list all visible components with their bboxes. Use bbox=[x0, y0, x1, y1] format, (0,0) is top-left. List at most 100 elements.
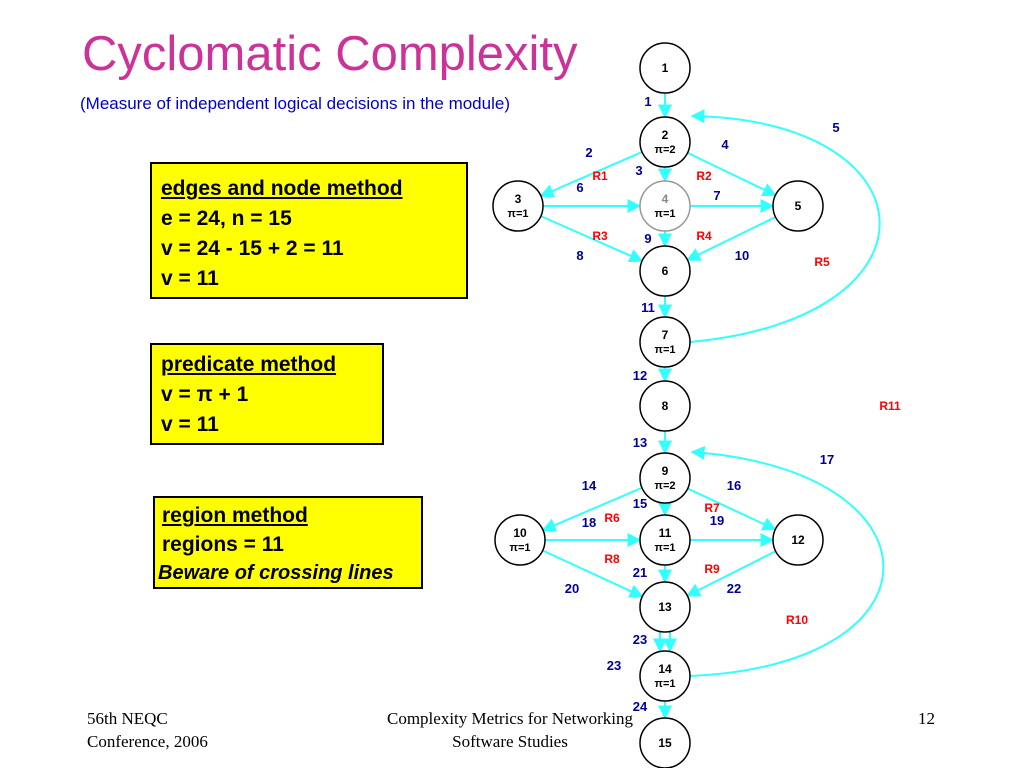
node-circle bbox=[639, 180, 691, 232]
node-circle bbox=[639, 116, 691, 168]
node-circle bbox=[639, 316, 691, 368]
edge-20-line bbox=[542, 549, 644, 598]
edge-14-line bbox=[541, 486, 643, 532]
edges-method-line: v = 11 bbox=[161, 267, 219, 290]
node-14: 14π=1 bbox=[639, 650, 691, 702]
node-2: 2π=2 bbox=[639, 116, 691, 168]
node-circle bbox=[639, 717, 691, 768]
node-pi-label: π=1 bbox=[655, 208, 676, 220]
node-12: 12 bbox=[772, 514, 824, 566]
page-number: 12 bbox=[918, 709, 935, 728]
region-label-r8: R8 bbox=[604, 552, 620, 566]
edge-label: 6 bbox=[576, 180, 583, 195]
node-7: 7π=1 bbox=[639, 316, 691, 368]
predicate-method-line: v = π + 1 bbox=[161, 383, 249, 406]
edge-5-line bbox=[689, 109, 881, 343]
node-label: 4 bbox=[662, 192, 669, 206]
node-label: 13 bbox=[658, 600, 672, 614]
region-method-line: regions = 11 bbox=[162, 533, 284, 556]
node-pi-label: π=1 bbox=[655, 678, 676, 690]
edges-method-line: v = 24 - 15 + 2 = 11 bbox=[161, 237, 344, 260]
edge-4-line bbox=[687, 151, 777, 197]
node-circle bbox=[772, 514, 824, 566]
footer-title-line: Complexity Metrics for Networking bbox=[387, 709, 633, 728]
edge-label: 14 bbox=[582, 478, 597, 493]
region-label-r2: R2 bbox=[696, 169, 712, 183]
edge-label: 3 bbox=[635, 163, 642, 178]
region-method-box: region method regions = 11 Beware of cro… bbox=[153, 496, 423, 589]
region-label-r4: R4 bbox=[696, 229, 712, 243]
footer-conference-line: 56th NEQC bbox=[87, 709, 168, 728]
region-label-r7: R7 bbox=[704, 501, 720, 515]
slide-title: Cyclomatic Complexity bbox=[82, 27, 578, 81]
edge-label: 5 bbox=[832, 120, 839, 135]
node-label: 3 bbox=[515, 192, 522, 206]
node-11: 11π=1 bbox=[639, 514, 691, 566]
node-5: 5 bbox=[772, 180, 824, 232]
node-label: 5 bbox=[795, 199, 802, 213]
edge-label: 9 bbox=[644, 231, 651, 246]
node-1: 1 bbox=[639, 42, 691, 94]
edges-node-method-box: edges and node method e = 24, n = 15 v =… bbox=[150, 162, 468, 299]
node-circle bbox=[492, 180, 544, 232]
edge-label: 22 bbox=[727, 581, 741, 596]
node-pi-label: π=1 bbox=[510, 542, 531, 554]
edge-label: 16 bbox=[727, 478, 741, 493]
node-circle bbox=[639, 581, 691, 633]
node-circle bbox=[639, 42, 691, 94]
edge-label: 17 bbox=[820, 452, 834, 467]
edge-label: 23 bbox=[607, 658, 621, 673]
edge-22-line bbox=[686, 550, 777, 597]
edges-method-line: e = 24, n = 15 bbox=[161, 207, 292, 230]
node-6: 6 bbox=[639, 245, 691, 297]
node-15: 15 bbox=[639, 717, 691, 768]
region-label-r10: R10 bbox=[786, 613, 808, 627]
edge-label: 7 bbox=[713, 188, 720, 203]
node-label: 1 bbox=[662, 61, 669, 75]
edge-label: 2 bbox=[585, 145, 592, 160]
edge-label: 19 bbox=[710, 513, 724, 528]
node-pi-label: π=1 bbox=[508, 208, 529, 220]
edge-label: 15 bbox=[633, 496, 647, 511]
edges-method-heading: edges and node method bbox=[161, 177, 403, 200]
node-pi-label: π=2 bbox=[655, 480, 676, 492]
slide-subtitle: (Measure of independent logical decision… bbox=[80, 94, 510, 113]
node-circle bbox=[639, 650, 691, 702]
predicate-method-box: predicate method v = π + 1 v = 11 bbox=[150, 343, 384, 445]
node-circle bbox=[494, 514, 546, 566]
edge-label: 18 bbox=[582, 515, 596, 530]
node-8: 8 bbox=[639, 380, 691, 432]
node-label: 14 bbox=[658, 662, 672, 676]
node-label: 2 bbox=[662, 128, 669, 142]
edge-label: 12 bbox=[633, 368, 647, 383]
node-3: 3π=1 bbox=[492, 180, 544, 232]
node-label: 11 bbox=[659, 526, 672, 540]
edge-17-line bbox=[689, 445, 885, 677]
region-label-r3: R3 bbox=[592, 229, 608, 243]
edge-label: 1 bbox=[644, 94, 651, 109]
edge-2-line bbox=[539, 151, 643, 198]
edge-10-line bbox=[686, 216, 776, 261]
edge-label: 10 bbox=[735, 248, 749, 263]
footer-conference-line: Conference, 2006 bbox=[87, 732, 208, 751]
node-label: 15 bbox=[658, 736, 672, 750]
region-label-r6: R6 bbox=[604, 511, 620, 525]
edge-label: 11 bbox=[641, 300, 655, 315]
node-label: 8 bbox=[662, 399, 669, 413]
node-13: 13 bbox=[639, 581, 691, 633]
edge-label: 13 bbox=[633, 435, 647, 450]
node-label: 12 bbox=[791, 533, 805, 547]
node-pi-label: π=1 bbox=[655, 344, 676, 356]
region-label-r5: R5 bbox=[814, 255, 830, 269]
node-circle bbox=[639, 452, 691, 504]
node-circle bbox=[639, 514, 691, 566]
region-method-heading: region method bbox=[162, 504, 308, 527]
edge-label: 23 bbox=[633, 632, 647, 647]
edge-16-line bbox=[687, 487, 777, 531]
node-4: 4π=1 bbox=[639, 180, 691, 232]
region-label-r9: R9 bbox=[704, 562, 720, 576]
edge-label: 8 bbox=[576, 248, 583, 263]
node-9: 9π=2 bbox=[639, 452, 691, 504]
node-circle bbox=[639, 380, 691, 432]
